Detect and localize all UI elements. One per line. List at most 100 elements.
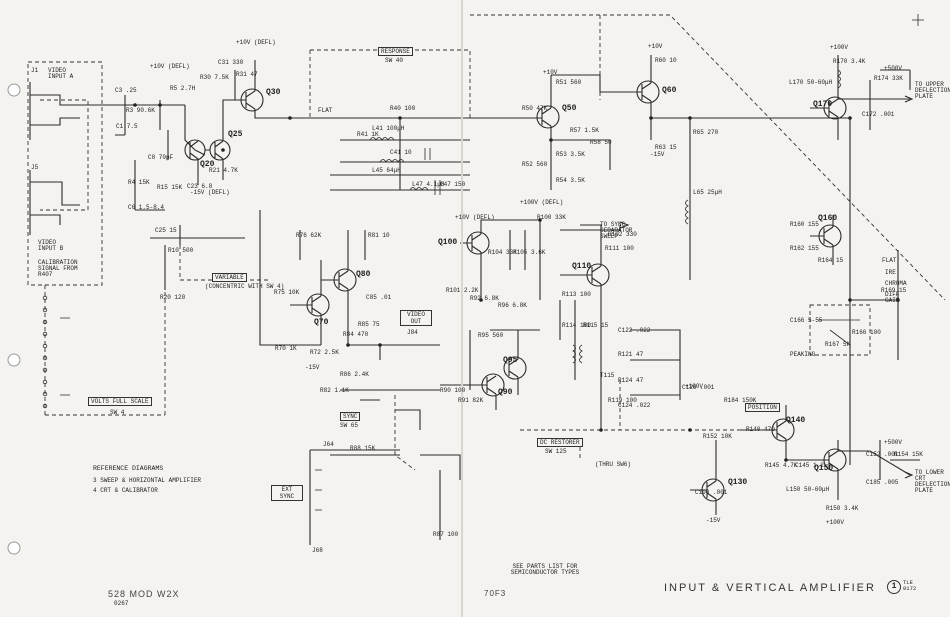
transistor-q95: Q95 (503, 356, 518, 365)
component-c31: C31 330 (218, 59, 244, 66)
transistor-q60: Q60 (662, 86, 677, 95)
component-r170: R170 3.4K (833, 58, 866, 65)
transistor-q80: Q80 (356, 270, 371, 279)
video-out-label: VIDEO OUT (400, 310, 432, 326)
component-r63: R63 15 (655, 144, 677, 151)
dc-restorer-switch-label: DC RESTORER (537, 438, 583, 447)
transistor-q100: Q100 (438, 238, 458, 247)
component-r95: R95 560 (478, 332, 504, 339)
component-r41: R41 1K (357, 131, 379, 138)
sync-switch-number: SW 65 (340, 422, 359, 429)
component-r115: R115 15 (583, 322, 609, 329)
parts-list-note: SEE PARTS LIST FOR SEMICONDUCTOR TYPES (510, 563, 580, 576)
dc-restorer-switch-number: SW 125 (545, 448, 567, 455)
transistor-q170: Q170 (813, 100, 833, 109)
diff-gain-label: DIFF GAIN (885, 291, 900, 304)
component-r76: R76 62K (296, 232, 322, 239)
transistor-q25: Q25 (228, 130, 243, 139)
component-r51: R51 560 (556, 79, 582, 86)
component-r90: R90 100 (440, 387, 466, 394)
reference-item-3: 3 SWEEP & HORIZONTAL AMPLIFIER (93, 478, 201, 484)
transistor-q110: Q110 (572, 262, 592, 271)
reference-item-4-text: CRT & CALIBRATOR (100, 487, 158, 494)
component-r84: R84 470 (343, 331, 369, 338)
date-code: 0267 (114, 600, 129, 607)
connector-j68-label: J68 (312, 547, 323, 554)
calibration-signal-label: CALIBRATION SIGNAL FROM R407 (38, 259, 78, 278)
reference-item-4: 4 CRT & CALIBRATOR (93, 488, 158, 494)
component-r160: R160 155 (790, 221, 819, 228)
response-switch-label: RESPONSE (378, 47, 413, 56)
component-r30: R30 7.5K (200, 74, 229, 81)
component-r105: R105 3.6K (513, 249, 546, 256)
component-r167: R167 5K (825, 341, 851, 348)
rail-label-4: +10V (648, 43, 663, 50)
component-r92: R92 6.8K (470, 295, 499, 302)
component-c185: C185 .005 (866, 479, 899, 486)
rail-label-6: +100V (830, 44, 849, 51)
variable-note: (CONCENTRIC WITH SW 4) (205, 283, 285, 290)
component-r100: R100 33K (537, 214, 566, 221)
rail-label-2: +10V (DEFL) (150, 63, 190, 70)
component-l47: L47 4.1μH (412, 181, 445, 188)
component-r75: R75 10K (274, 289, 300, 296)
transistor-q50: Q50 (562, 104, 577, 113)
reference-item-4-number: 4 (93, 487, 97, 494)
video-input-a-label: VIDEO INPUT A (48, 67, 74, 80)
page-code: 70F3 (484, 589, 507, 598)
component-r162: R162 155 (790, 245, 819, 252)
component-r57: R57 1.5K (570, 127, 599, 134)
component-l170: L170 50-60μH (789, 79, 833, 86)
component-c145: C145 1.2 (795, 462, 824, 469)
component-c47: C47 150 (440, 181, 466, 188)
component-r31: R31 47 (236, 71, 258, 78)
rail-label-12: -15V (650, 151, 665, 158)
component-r152: R152 10K (703, 433, 732, 440)
component-r174: R174 33K (874, 75, 903, 82)
position-control-label: POSITION (745, 403, 780, 412)
component-c190: C190 .001 (695, 489, 728, 496)
component-r70: R70 1K (275, 345, 297, 352)
component-r184: R184 150K (724, 397, 757, 404)
component-r88: R88 15K (350, 445, 376, 452)
component-c126: C126 .001 (682, 384, 715, 391)
component-r104: R104 33K (488, 249, 517, 256)
component-r3: R3 90.6K (126, 107, 155, 114)
rail-label-5: +10V (543, 69, 558, 76)
volts-full-scale-label: VOLTS FULL SCALE (88, 397, 152, 406)
ire-label: IRE (885, 269, 896, 276)
component-r140: R140 470 (746, 426, 775, 433)
component-r72: R72 2.5K (310, 349, 339, 356)
component-r85: R85 75 (358, 321, 380, 328)
component-r145: R145 4.7K (765, 462, 798, 469)
transistor-q160: Q160 (818, 214, 838, 223)
video-out-jack: J84 (407, 329, 418, 336)
volts-switch-number: SW 4 (110, 409, 125, 416)
component-r91: R91 82K (458, 397, 484, 404)
flat-response-label: FLAT (318, 107, 333, 114)
component-r96: R96 6.8K (498, 302, 527, 309)
rail-label-3: -15V (DEFL) (190, 189, 230, 196)
connector-j1-label: J1 (31, 67, 39, 74)
component-r15: R15 15K (157, 184, 183, 191)
component-c124: C124 .022 (618, 402, 651, 409)
rail-label-13: -15V (706, 517, 721, 524)
chroma-label: CHROMA (885, 280, 907, 287)
component-r111: R111 100 (605, 245, 634, 252)
component-r60: R60 10 (655, 57, 677, 64)
reference-item-3-text: SWEEP & HORIZONTAL AMPLIFIER (100, 477, 202, 484)
component-c3: C3 .25 (115, 87, 137, 94)
component-r124: R124 47 (618, 377, 644, 384)
peaking-label: PEAKING (790, 351, 816, 358)
component-r113: R113 100 (562, 291, 591, 298)
component-c166: C166 5-55 (790, 317, 823, 324)
component-r119: R119 100 (608, 397, 637, 404)
component-r86: R86 2.4K (340, 371, 369, 378)
component-r53: R53 3.5K (556, 151, 585, 158)
rail-label-9: +100V (826, 519, 845, 526)
component-r52: R52 560 (522, 161, 548, 168)
rail-label-11: +100V (DEFL) (520, 199, 564, 206)
component-r154: R154 15K (894, 451, 923, 458)
component-r5: R5 2.7H (170, 85, 196, 92)
